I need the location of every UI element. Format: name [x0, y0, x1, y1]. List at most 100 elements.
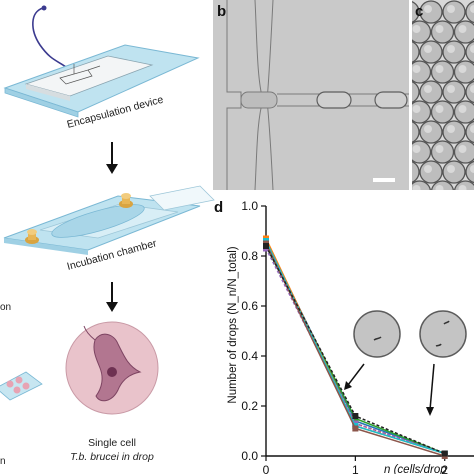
- cell-caption-line1: Single cell: [88, 437, 136, 449]
- droplet-highlight: [435, 145, 444, 153]
- chamber-clip-right: [119, 193, 133, 208]
- trypanosome-icon: [93, 333, 142, 402]
- y-tick-label: 1.0: [241, 199, 258, 213]
- panel-b-micrograph: b: [213, 0, 409, 190]
- chamber-clip-left: [25, 229, 39, 244]
- data-point: [441, 450, 448, 457]
- droplet-highlight: [412, 145, 421, 153]
- packed-droplet: [419, 40, 443, 64]
- droplet-highlight: [470, 5, 474, 13]
- packed-droplet: [430, 140, 455, 164]
- droplet-highlight: [435, 65, 444, 73]
- cut-caption-left: n: [0, 456, 6, 467]
- x-tick-label: 2: [441, 463, 448, 474]
- droplet-highlight: [447, 125, 455, 133]
- trypanosome-nucleus: [107, 367, 117, 377]
- x-tick-label: 1: [352, 463, 359, 474]
- data-point: [352, 413, 359, 419]
- inset-arrow-head: [426, 407, 434, 416]
- droplet-highlight: [458, 185, 467, 190]
- tubing-end: [41, 5, 47, 11]
- chamber-well: [51, 204, 145, 238]
- packed-droplet: [412, 121, 420, 143]
- droplet-highlight: [447, 45, 455, 53]
- trypanosome-flagellum: [83, 325, 96, 341]
- data-point: [263, 243, 269, 249]
- droplet-highlight: [424, 5, 432, 13]
- y-tick-label: 0.4: [241, 349, 258, 363]
- cut-label-left: on: [0, 302, 11, 313]
- panel-c-letter: c: [415, 3, 423, 20]
- panel-a: Encapsulation device Incubation chamber …: [0, 5, 215, 467]
- droplet-highlight: [412, 65, 421, 73]
- droplet-highlight: [424, 165, 432, 173]
- inset-drop-two-cells: [419, 310, 467, 358]
- droplet-highlight: [424, 125, 432, 133]
- scale-bar: [373, 178, 395, 182]
- packed-droplet: [430, 100, 455, 124]
- panel-c-micrograph: c: [412, 0, 474, 190]
- inset-arrow: [347, 363, 365, 386]
- y-tick-label: 0.0: [241, 449, 258, 463]
- droplet-highlight: [412, 25, 421, 33]
- chart-series: [263, 235, 448, 459]
- packed-droplet: [430, 20, 455, 44]
- droplet-highlight: [412, 185, 421, 190]
- inset-arrow-head: [344, 381, 352, 390]
- y-tick-label: 0.2: [241, 399, 258, 413]
- y-tick-label: 0.8: [241, 249, 258, 263]
- tubing-line: [32, 7, 71, 71]
- packed-droplet: [442, 40, 466, 64]
- inlet-nozzle: [240, 91, 278, 109]
- droplet-highlight: [458, 105, 467, 113]
- droplet-highlight: [458, 145, 467, 153]
- droplet-highlight: [435, 185, 444, 190]
- well-plate: [0, 371, 43, 401]
- arrow-head: [106, 302, 118, 312]
- x-tick-label: 0: [263, 463, 270, 474]
- cell-caption-line2: T.b. brucei in drop: [70, 451, 154, 463]
- packed-droplet: [430, 60, 455, 84]
- panel-d-letter: d: [214, 199, 223, 216]
- inset-drop-one-cell: [353, 310, 401, 358]
- x-axis-label: n (cells/drop: [384, 464, 447, 474]
- packed-droplet: [412, 81, 420, 103]
- chamber-slide-edge: [4, 238, 88, 255]
- packed-droplet: [419, 80, 443, 104]
- packed-droplet: [412, 1, 420, 23]
- panel-b-letter: b: [217, 3, 226, 20]
- inset-arrow: [429, 363, 435, 411]
- data-point: [352, 425, 359, 432]
- droplet-highlight: [447, 5, 455, 13]
- packed-droplet: [412, 41, 420, 63]
- droplet-highlight: [424, 85, 432, 93]
- droplet-grid: [412, 0, 474, 190]
- droplet-highlight: [435, 25, 444, 33]
- droplet-highlight: [447, 165, 455, 173]
- device-channel: [59, 64, 101, 85]
- device-slide-edge: [4, 87, 79, 118]
- packed-droplet: [419, 120, 443, 144]
- packed-droplet: [419, 160, 443, 184]
- droplet: [316, 91, 352, 109]
- droplet-highlight: [424, 45, 432, 53]
- droplet-highlight: [470, 45, 474, 53]
- device-chip-side: [26, 84, 70, 101]
- packed-droplet: [442, 80, 466, 104]
- y-axis-label: Number of drops (N_n/N_total): [227, 246, 239, 403]
- droplet-highlight: [412, 105, 421, 113]
- packed-droplet: [442, 120, 466, 144]
- packed-droplet: [442, 160, 466, 184]
- droplet-highlight: [447, 85, 455, 93]
- droplet-highlight: [470, 125, 474, 133]
- droplet: [374, 91, 408, 109]
- droplet-highlight: [435, 105, 444, 113]
- chart-axes: 0.0 0.2 0.4 0.6 0.8 1.0 0 1 2 Number of drops (N_…: [227, 199, 474, 474]
- arrow-head: [106, 164, 118, 174]
- droplet-highlight: [458, 25, 467, 33]
- y-tick-label: 0.6: [241, 299, 258, 313]
- packed-droplet: [442, 0, 466, 24]
- panel-d-chart: d 0.0 0.2 0.4 0.6 0.8 1.0 0 1 2 Number of drops (…: [214, 199, 474, 474]
- droplet-highlight: [458, 65, 467, 73]
- droplet-highlight: [470, 165, 474, 173]
